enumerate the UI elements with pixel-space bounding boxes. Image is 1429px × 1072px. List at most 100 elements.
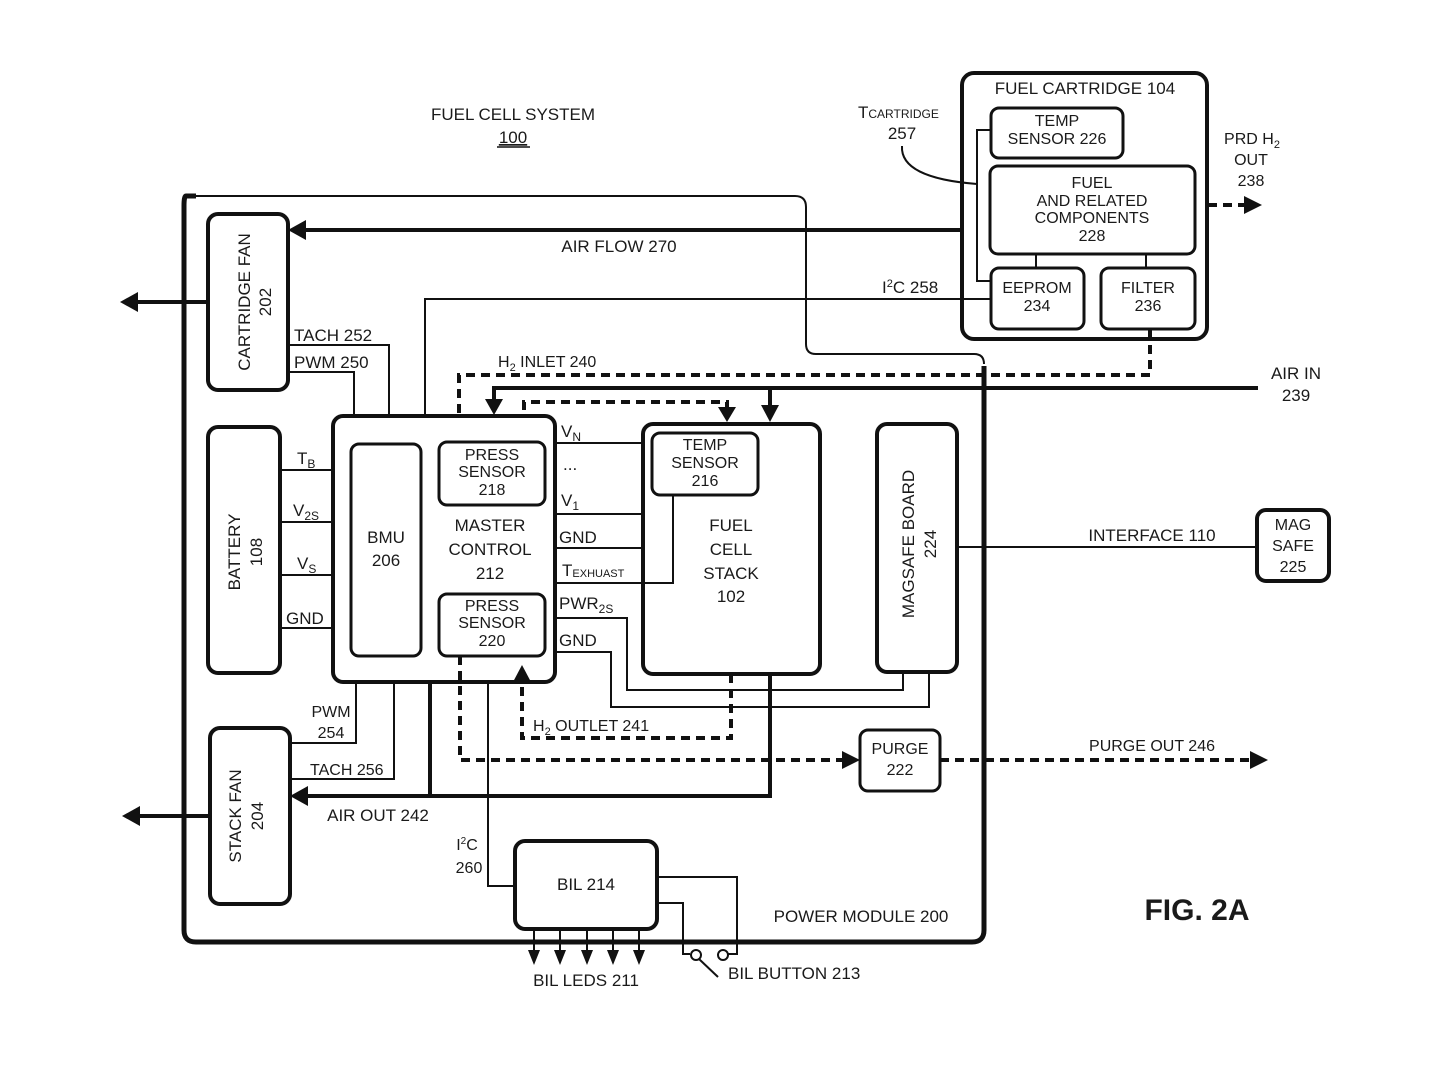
pwm-254-line1: PWM	[311, 704, 350, 721]
purge-dashed-line	[458, 656, 842, 762]
magsafe-line3: 225	[1280, 559, 1307, 576]
battery-line-vs: VS	[297, 554, 316, 576]
air-in-arrow-stack	[761, 405, 779, 422]
stack-line-pwr2s: PWR2S	[559, 594, 613, 616]
temp-216-line3: 216	[692, 473, 719, 490]
prd-h2-out-line3: 238	[1238, 173, 1265, 190]
h2-outlet-label: H2 OUTLET 241	[533, 718, 649, 738]
magsafe-225	[1255, 508, 1331, 583]
cartridge-fan-line2: 202	[256, 288, 275, 316]
power-module-outline	[181, 193, 987, 945]
bil-button-label: BIL BUTTON 213	[728, 964, 860, 983]
magsafe-line1: MAG	[1275, 517, 1311, 534]
fuel-cartridge-label: FUEL CARTRIDGE 104	[995, 79, 1175, 98]
purge-line1: PURGE	[872, 741, 929, 758]
battery-108	[206, 425, 282, 675]
temp-sensor-216	[650, 431, 760, 497]
bmu-line2: 206	[372, 551, 400, 570]
tach-252-label: TACH 252	[294, 326, 372, 345]
bil-leds	[528, 929, 645, 965]
power-module-label: POWER MODULE 200	[774, 907, 949, 926]
stack-fan-exhaust-arrow	[122, 806, 140, 826]
master-control-line3: 212	[476, 564, 504, 583]
pwm-250-label: PWM 250	[294, 353, 369, 372]
purge-line2: 222	[887, 762, 914, 779]
bil-button-switch	[657, 876, 738, 978]
t-cartridge-label: TCARTRIDGE	[858, 103, 939, 122]
stack-line-ellipsis: ...	[563, 455, 577, 474]
temp-216-line1: TEMP	[683, 437, 727, 454]
battery-line1: BATTERY	[225, 514, 244, 591]
bil-led-arrow	[554, 950, 566, 965]
temp-sensor-226-line2: SENSOR 226	[1008, 131, 1107, 148]
stack-fan-line1: STACK FAN	[226, 769, 245, 862]
air-in-label-line1: AIR IN	[1271, 364, 1321, 383]
fuel-cartridge: FUEL CARTRIDGE 104 TEMP SENSOR 226 FUEL …	[960, 71, 1209, 341]
t-cartridge-leader	[900, 145, 978, 185]
i2c-260-label-line1: I2C	[456, 836, 478, 854]
press-218-line2: SENSOR	[458, 464, 526, 481]
eeprom-line2: 234	[1024, 298, 1051, 315]
stack-line1: FUEL	[709, 516, 752, 535]
battery-line-v2s: V2S	[293, 501, 319, 523]
temp-216-line2: SENSOR	[671, 455, 739, 472]
air-flow-arrow	[288, 220, 306, 240]
bil-led-arrow	[607, 950, 619, 965]
magsafe-board-line2: 224	[921, 530, 940, 558]
stack-line3: STACK	[703, 564, 759, 583]
stack-signal-lines: VN ... V1 GND TEXHUAST PWR2S GND	[555, 422, 930, 708]
prd-h2-out-arrow	[1244, 196, 1262, 214]
pwm-254-line2: 254	[318, 725, 345, 742]
bmu-206	[349, 442, 423, 658]
bil-led-arrow	[633, 950, 645, 965]
fuel-components-line2: AND RELATED	[1037, 193, 1148, 210]
stack-line4: 102	[717, 587, 745, 606]
bil-leds-label: BIL LEDS 211	[533, 971, 639, 990]
battery-lines: TB V2S VS GND	[280, 449, 350, 629]
fuel-components-line1: FUEL	[1072, 175, 1113, 192]
i2c-258-label: I2C 258	[882, 278, 938, 297]
press-sensor-220	[437, 592, 547, 658]
press-sensor-218	[437, 440, 547, 507]
press-220-line2: SENSOR	[458, 615, 526, 632]
bil-led-arrow	[528, 950, 540, 965]
h2-inlet-label: H2 INLET 240	[498, 354, 596, 374]
stack-fan-line2: 204	[248, 802, 267, 830]
filter-line2: 236	[1135, 298, 1162, 315]
h2-outlet-arrow	[513, 665, 531, 682]
fuel-components-line3: COMPONENTS	[1035, 210, 1150, 227]
press-220-line3: 220	[479, 633, 506, 650]
purge-arrow	[842, 751, 860, 769]
purge-out-label: PURGE OUT 246	[1089, 738, 1215, 755]
master-control-line1: MASTER	[455, 516, 526, 535]
air-in-arrow-master	[485, 399, 503, 415]
filter-236	[1099, 266, 1197, 331]
cartridge-fan-exhaust-arrow	[120, 292, 138, 312]
temp-sensor-226	[989, 106, 1125, 160]
air-out-line	[306, 674, 772, 798]
bil-label: BIL 214	[557, 875, 615, 894]
stack-line-gnd1: GND	[559, 528, 597, 547]
figure-label: FIG. 2A	[1144, 894, 1249, 927]
press-220-line1: PRESS	[465, 598, 519, 615]
battery-line-gnd: GND	[286, 609, 324, 628]
h2-stack-arrow	[718, 407, 736, 422]
filter-line1: FILTER	[1121, 280, 1175, 297]
air-in-line	[492, 386, 1258, 402]
fuel-components-line4: 228	[1079, 228, 1106, 245]
prd-h2-out-line1: PRD H2	[1224, 131, 1280, 151]
tach-256-wire	[290, 682, 395, 780]
stack-line-gnd2: GND	[559, 631, 597, 650]
battery-line2: 108	[247, 538, 266, 566]
purge-222	[858, 728, 942, 793]
system-number: 100	[499, 128, 527, 147]
battery-line-tb: TB	[297, 449, 315, 471]
press-218-line1: PRESS	[465, 447, 519, 464]
air-flow-label: AIR FLOW 270	[561, 237, 676, 256]
cartridge-fan-line1: CARTRIDGE FAN	[235, 233, 254, 371]
stack-line-texhaust: TEXHUAST	[562, 561, 625, 580]
bil-led-arrow	[581, 950, 593, 965]
stack-line2: CELL	[710, 540, 753, 559]
interface-110-label: INTERFACE 110	[1088, 526, 1215, 545]
